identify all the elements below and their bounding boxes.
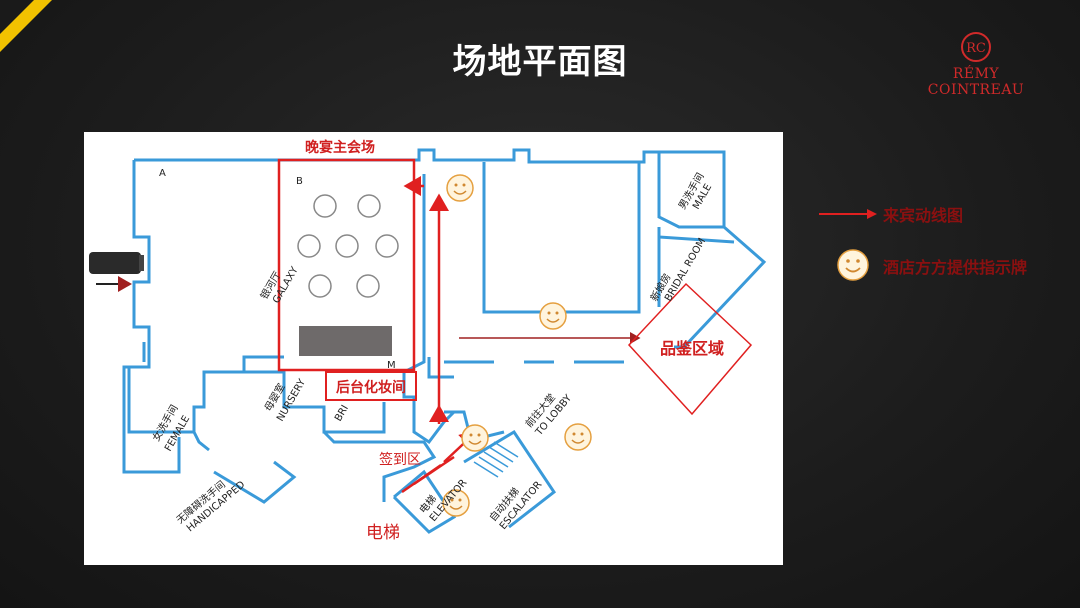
main-hall-frame — [277, 158, 416, 372]
arrow-icon — [819, 209, 877, 219]
elevator-label: 电梯 — [366, 523, 400, 543]
car-icon — [89, 252, 144, 292]
legend-label-sign: 酒店方方提供指示牌 — [883, 258, 1028, 277]
floor-plan-drawing: 晚宴主会场 后台化妆间 品鉴区域 签到区 电梯 A B 银河厅 GALAXY M… — [89, 139, 767, 543]
main-hall-label: 晚宴主会场 — [305, 139, 375, 156]
room-a-label: A — [159, 168, 166, 179]
tasting-label: 品鉴区域 — [660, 339, 724, 358]
legend-item-sign: 酒店方方提供指示牌 — [815, 249, 1065, 281]
legend-item-route: 来宾动线图 — [815, 200, 1065, 225]
stage — [299, 326, 392, 356]
smiley-icon — [539, 302, 567, 330]
rc-monogram-icon: RC — [961, 32, 991, 62]
smiley-icon — [442, 489, 470, 517]
logo-monogram: RC — [966, 41, 986, 56]
room-b-label: B — [296, 176, 303, 187]
smiley-icon — [446, 174, 474, 202]
backstage-label: 后台化妆间 — [336, 379, 406, 396]
sign-markers — [442, 174, 592, 517]
smiley-icon — [837, 249, 869, 281]
corner-accent-inner — [0, 0, 34, 34]
backstage-box — [325, 371, 417, 401]
smiley-icon — [461, 424, 489, 452]
legend-label-route: 来宾动线图 — [883, 206, 964, 225]
tasting-area — [627, 282, 753, 416]
smiley-icon — [564, 423, 592, 451]
floor-plan: 晚宴主会场 后台化妆间 品鉴区域 签到区 电梯 A B 银河厅 GALAXY M… — [84, 132, 783, 565]
banquet-tables — [297, 194, 399, 298]
m-label: M — [387, 360, 396, 371]
slide-title: 场地平面图 — [452, 42, 628, 82]
brand-logo: RC RÉMY COINTREAU — [908, 30, 1044, 98]
legend: 来宾动线图 酒店方方提供指示牌 — [815, 200, 1065, 304]
escalator-steps — [473, 441, 519, 478]
signin-label: 签到区 — [379, 451, 421, 468]
brand-name: RÉMY COINTREAU — [927, 66, 1025, 98]
bridal-small-label: BRI — [333, 403, 351, 423]
bridal-en-label: BRIDAL ROOM — [663, 236, 708, 303]
